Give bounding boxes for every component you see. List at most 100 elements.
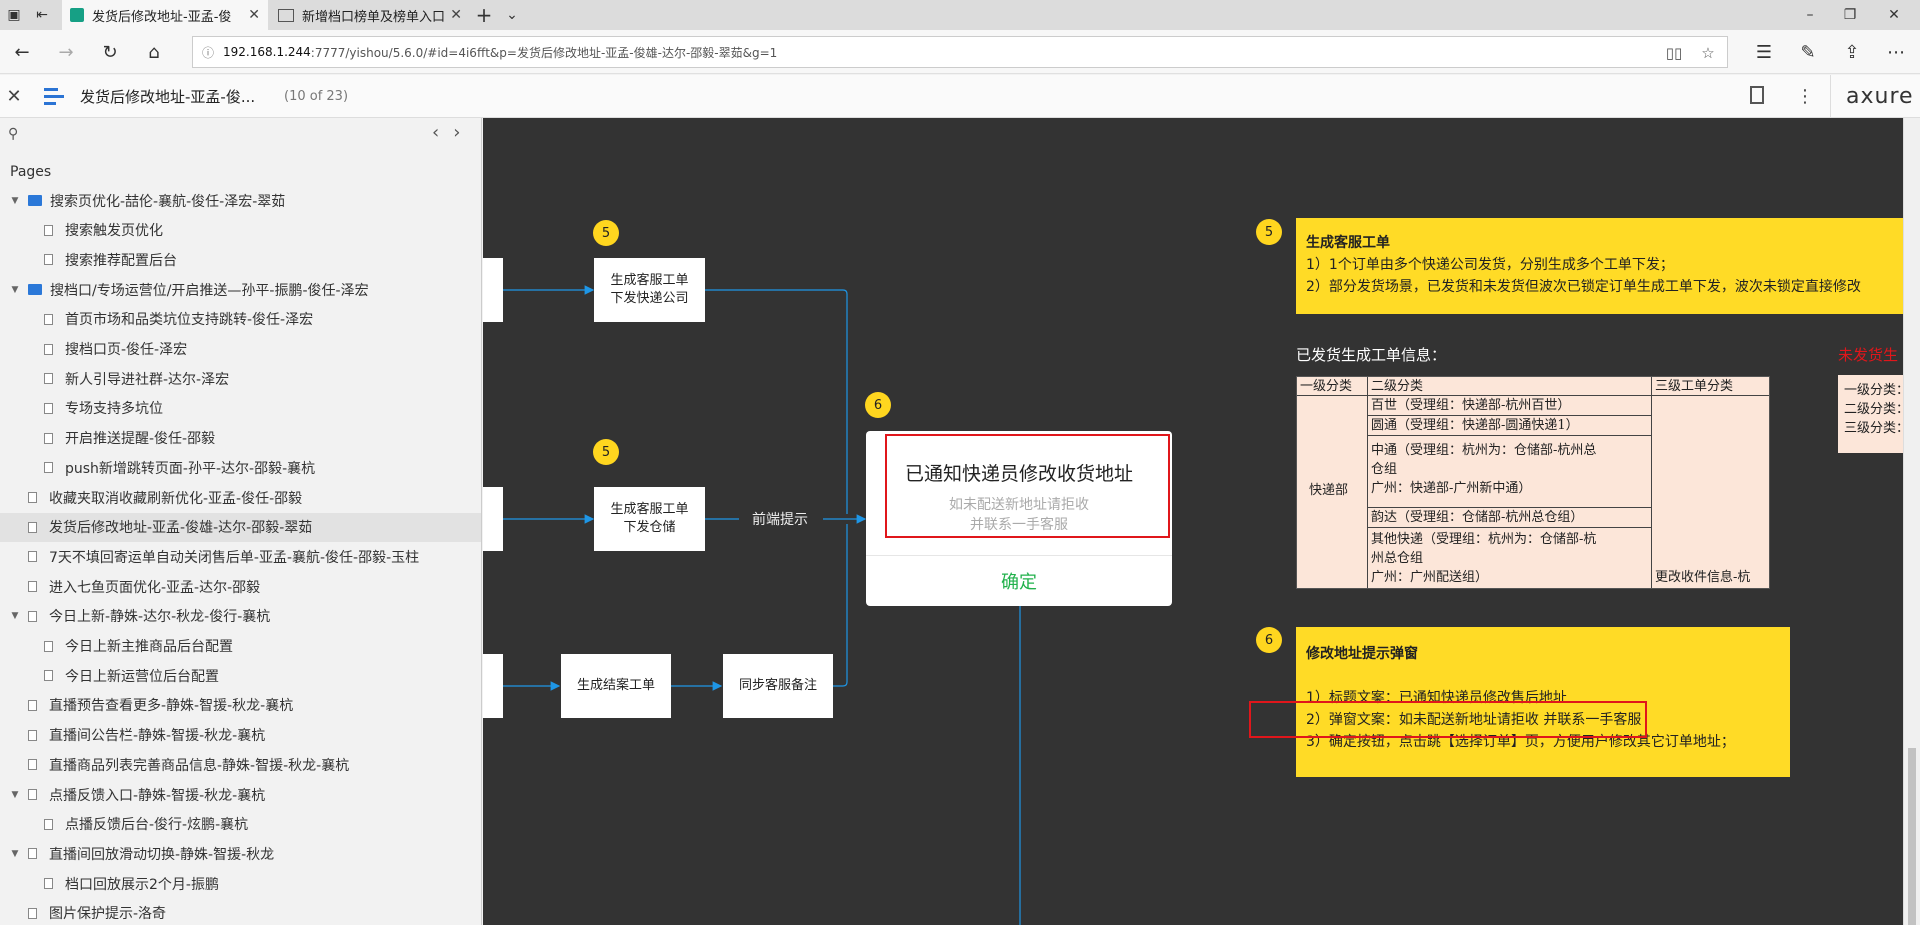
sidebar-page[interactable]: 开启推送提醒-俊任-邵毅	[0, 424, 481, 453]
site-info-icon[interactable]: ⓘ	[201, 45, 214, 60]
tab-current[interactable]: 发货后修改地址-亚孟-俊 ✕	[62, 0, 268, 30]
sidebar-page[interactable]: 直播商品列表完善商品信息-静姝-智援-秋龙-襄杭	[0, 750, 481, 779]
close-icon[interactable]: ✕	[450, 7, 462, 23]
note-spacer	[1306, 665, 1780, 687]
set-aside-tabs-icon[interactable]: ⇤	[36, 7, 48, 23]
close-sidebar-icon[interactable]: ✕	[6, 86, 22, 107]
search-icon[interactable]: ⚲	[8, 126, 19, 142]
scrollbar-thumb[interactable]	[1908, 748, 1916, 925]
table-header: 一级分类	[1300, 379, 1353, 394]
minimize-button[interactable]: –	[1806, 7, 1814, 23]
forward-arrow-icon[interactable]: →	[58, 41, 74, 63]
back-arrow-icon[interactable]: ←	[14, 41, 30, 63]
note-line: 2）弹窗文案：如未配送新地址请拒收 并联系一手客服	[1306, 712, 1642, 728]
sidebar-item-label: 新人引导进社群-达尔-泽宏	[65, 371, 230, 388]
sidebar-item-label: push新增跳转页面-孙平-达尔-邵毅-襄杭	[65, 460, 316, 477]
sidebar-page[interactable]: ▼点播反馈入口-静姝-智援-秋龙-襄杭	[0, 780, 481, 809]
table-level3: 更改收件信息-杭	[1655, 570, 1751, 585]
step-badge: 5	[593, 220, 619, 246]
sidebar-page[interactable]: 搜档口页-俊任-泽宏	[0, 335, 481, 364]
sidebar-page[interactable]: 图片保护提示-洛奇	[0, 899, 481, 925]
tab-second[interactable]: 新增档口榜单及榜单入口 ✕	[270, 0, 470, 30]
sidebar-page[interactable]: 发货后修改地址-亚孟-俊雄-达尔-邵毅-翠茹	[0, 512, 481, 542]
page-icon	[44, 640, 53, 652]
sidebar-page[interactable]: 进入七鱼页面优化-亚孟-达尔-邵毅	[0, 572, 481, 601]
sidebar-item-label: 开启推送提醒-俊任-邵毅	[65, 431, 216, 448]
next-page-chevron-icon[interactable]: ›	[453, 122, 475, 143]
axure-favicon-icon	[70, 8, 84, 22]
note-kefu-ticket: 生成客服工单 1）1个订单由多个快递公司发货，分别生成多个工单下发； 2）部分发…	[1296, 218, 1903, 314]
sidebar-page[interactable]: ▼直播间回放滑动切换-静姝-智援-秋龙	[0, 839, 481, 868]
offscreen-node	[483, 654, 503, 718]
sidebar-page[interactable]: 档口回放展示2个月-振鹏	[0, 869, 481, 898]
page-icon	[28, 699, 37, 711]
axure-toolbar: ✕ 发货后修改地址-亚孟-俊... (10 of 23) ⋮ axure	[0, 75, 1920, 118]
sidebar-page[interactable]: ▼今日上新-静姝-达尔-秋龙-俊行-襄杭	[0, 602, 481, 631]
tab-actions-icon[interactable]: ▣	[7, 7, 21, 23]
notes-document-icon[interactable]	[1750, 86, 1764, 104]
caret-down-icon[interactable]: ▼	[11, 284, 19, 295]
sidebar-item-label: 搜索页优化-喆伦-襄航-俊任-泽宏-翠茹	[50, 193, 286, 210]
sidebar-page[interactable]: 点播反馈后台-俊行-炫鹏-襄杭	[0, 810, 481, 839]
pen-icon[interactable]: ✎	[1800, 41, 1816, 63]
pages-sidebar: ⚲ ‹› Pages ▼搜索页优化-喆伦-襄航-俊任-泽宏-翠茹搜索触发页优化搜…	[0, 118, 482, 925]
vertical-scrollbar[interactable]	[1903, 118, 1920, 925]
window-close-button[interactable]: ✕	[1888, 7, 1900, 23]
sidebar-page[interactable]: 今日上新主推商品后台配置	[0, 632, 481, 661]
more-options-icon[interactable]: ⋯	[1887, 41, 1905, 63]
dialog-ok-button[interactable]: 确定	[1001, 571, 1037, 593]
restore-button[interactable]: ❐	[1843, 7, 1857, 23]
address-bar[interactable]: ⓘ 192.168.1.244 :7777/yishou/5.6.0/#id=4…	[192, 36, 1728, 68]
sidebar-item-label: 首页市场和品类坑位支持跳转-俊任-泽宏	[65, 312, 314, 329]
favorite-star-icon[interactable]: ☆	[1701, 44, 1715, 62]
sidebar-page[interactable]: 7天不填回寄运单自动关闭售后单-亚孟-襄航-俊任-邵毅-玉柱	[0, 542, 481, 571]
sidebar-page[interactable]: 今日上新运营位后台配置	[0, 661, 481, 690]
sidebar-folder[interactable]: ▼ 搜索页优化-喆伦-襄航-俊任-泽宏-翠茹	[0, 186, 481, 215]
sidebar-page[interactable]: 首页市场和品类坑位支持跳转-俊任-泽宏	[0, 305, 481, 334]
sidebar-page[interactable]: 专场支持多坑位	[0, 394, 481, 423]
sidebar-page[interactable]: 直播间公告栏-静姝-智援-秋龙-襄杭	[0, 721, 481, 750]
sidebar-page[interactable]: 搜索触发页优化	[0, 216, 481, 245]
share-icon[interactable]: ⇪	[1844, 41, 1860, 63]
close-icon[interactable]: ✕	[248, 7, 260, 23]
sidebar-page[interactable]: 搜索推荐配置后台	[0, 245, 481, 274]
sidebar-item-label: 直播预告查看更多-静姝-智援-秋龙-襄杭	[49, 698, 294, 715]
sidebar-folder[interactable]: ▼搜档口/专场运营位/开启推送—孙平-振鹏-俊任-泽宏	[0, 275, 481, 304]
table-rule	[1297, 395, 1769, 396]
reading-view-icon[interactable]: ▯▯	[1665, 44, 1683, 62]
sidebar-page[interactable]: 收藏夹取消收藏刷新优化-亚孟-俊任-邵毅	[0, 483, 481, 512]
page-icon	[28, 907, 37, 919]
home-icon[interactable]: ⌂	[148, 41, 160, 63]
page-icon	[28, 521, 37, 533]
url-path: :7777/yishou/5.6.0/#id=4i6fft&p=发货后修改地址-…	[310, 45, 778, 60]
page-icon	[28, 759, 37, 771]
more-vertical-icon[interactable]: ⋮	[1796, 86, 1814, 107]
tab-preview-chevron-down-icon[interactable]: ⌄	[506, 7, 518, 23]
step-badge: 5	[1256, 219, 1282, 245]
caret-down-icon[interactable]: ▼	[11, 611, 19, 622]
page-icon	[44, 878, 53, 890]
page-title: 发货后修改地址-亚孟-俊...	[80, 88, 256, 106]
sitemap-menu-icon[interactable]	[44, 88, 64, 106]
page-nav-arrows: ‹›	[432, 122, 474, 143]
sidebar-page[interactable]: push新增跳转页面-孙平-达尔-邵毅-襄杭	[0, 453, 481, 482]
new-tab-button[interactable]: +	[475, 3, 493, 27]
caret-down-icon[interactable]: ▼	[11, 195, 19, 206]
address-change-dialog: 已通知快递员修改收货地址 如未配送新地址请拒收 并联系一手客服 确定	[866, 431, 1172, 606]
sidebar-page[interactable]: 新人引导进社群-达尔-泽宏	[0, 364, 481, 393]
refresh-icon[interactable]: ↻	[102, 41, 118, 63]
page-icon	[44, 818, 53, 830]
flow-node-kefu-cangchu: 生成客服工单 下发仓储	[594, 487, 705, 551]
favorites-hub-icon[interactable]: ☰	[1755, 41, 1773, 63]
table-cell: 百世（受理组：快递部-杭州百世）	[1371, 398, 1571, 413]
unshipped-heading: 未发货生	[1838, 346, 1899, 364]
connector-kuaidi-merge	[705, 289, 848, 514]
previous-page-chevron-icon[interactable]: ‹	[432, 122, 454, 143]
table-header: 三级工单分类	[1655, 379, 1734, 394]
sidebar-item-label: 搜档口页-俊任-泽宏	[65, 342, 188, 358]
note-title: 修改地址提示弹窗	[1306, 646, 1418, 662]
sidebar-page[interactable]: 直播预告查看更多-静姝-智援-秋龙-襄杭	[0, 691, 481, 720]
caret-down-icon[interactable]: ▼	[11, 789, 19, 800]
note-line: 3）确定按钮，点击跳【选择订单】页，方便用户修改其它订单地址；	[1306, 734, 1735, 750]
caret-down-icon[interactable]: ▼	[11, 848, 19, 859]
